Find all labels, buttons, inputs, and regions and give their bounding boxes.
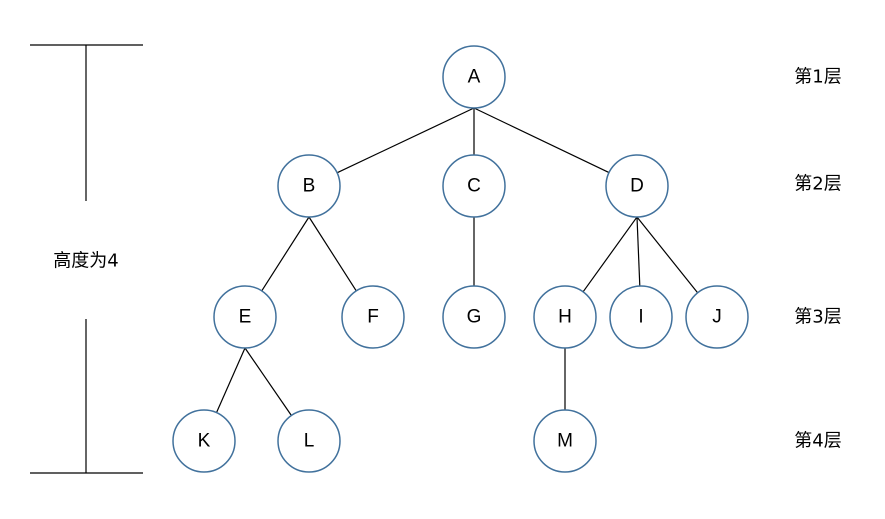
node-label: A bbox=[468, 67, 481, 88]
edge-a-d bbox=[473, 107, 610, 174]
edge-b-e bbox=[261, 216, 310, 292]
tree-node-f: F bbox=[341, 285, 405, 349]
node-label: K bbox=[198, 431, 211, 452]
node-label: F bbox=[367, 307, 379, 328]
node-circle bbox=[442, 285, 506, 349]
node-label: L bbox=[304, 431, 315, 452]
level-label-4: 第4层 bbox=[794, 431, 841, 452]
tree-node-d: D bbox=[605, 154, 669, 218]
tree-node-i: I bbox=[609, 285, 673, 349]
level-labels: 第1层 第2层 第3层 第4层 bbox=[794, 67, 841, 452]
tree-node-c: C bbox=[442, 154, 506, 218]
edge-a-b bbox=[336, 107, 475, 174]
tree-node-j: J bbox=[685, 285, 749, 349]
node-label: M bbox=[557, 431, 573, 452]
node-circle bbox=[685, 285, 749, 349]
level-label-2: 第2层 bbox=[794, 174, 841, 195]
edge-d-j bbox=[636, 216, 699, 294]
node-label: E bbox=[239, 307, 252, 328]
edge-d-i bbox=[636, 216, 641, 287]
tree-nodes: A B C D E F G H I J K L M bbox=[172, 45, 749, 473]
node-label: G bbox=[467, 307, 482, 328]
node-circle bbox=[442, 154, 506, 218]
tree-node-m: M bbox=[533, 409, 597, 473]
tree-node-h: H bbox=[533, 285, 597, 349]
tree-node-e: E bbox=[213, 285, 277, 349]
height-label: 高度为4 bbox=[53, 251, 118, 272]
node-label: B bbox=[303, 176, 316, 197]
node-circle bbox=[533, 409, 597, 473]
node-circle bbox=[442, 45, 506, 109]
node-label: C bbox=[467, 176, 481, 197]
tree-edges bbox=[215, 107, 699, 416]
node-circle bbox=[172, 409, 236, 473]
tree-node-k: K bbox=[172, 409, 236, 473]
tree-node-b: B bbox=[277, 154, 341, 218]
node-circle bbox=[277, 409, 341, 473]
node-circle bbox=[341, 285, 405, 349]
node-circle bbox=[213, 285, 277, 349]
level-label-3: 第3层 bbox=[794, 307, 841, 328]
tree-node-l: L bbox=[277, 409, 341, 473]
edge-e-l bbox=[244, 347, 292, 416]
tree-node-a: A bbox=[442, 45, 506, 109]
node-label: D bbox=[630, 176, 644, 197]
tree-node-g: G bbox=[442, 285, 506, 349]
node-label: I bbox=[638, 307, 643, 328]
node-circle bbox=[277, 154, 341, 218]
node-label: J bbox=[712, 307, 722, 328]
node-circle bbox=[533, 285, 597, 349]
node-label: H bbox=[558, 307, 572, 328]
edge-e-k bbox=[215, 347, 246, 413]
node-circle bbox=[609, 285, 673, 349]
level-label-1: 第1层 bbox=[794, 67, 841, 88]
edge-b-f bbox=[308, 216, 357, 292]
edge-d-h bbox=[582, 216, 638, 293]
node-circle bbox=[605, 154, 669, 218]
height-indicator: 高度为4 bbox=[30, 44, 143, 474]
